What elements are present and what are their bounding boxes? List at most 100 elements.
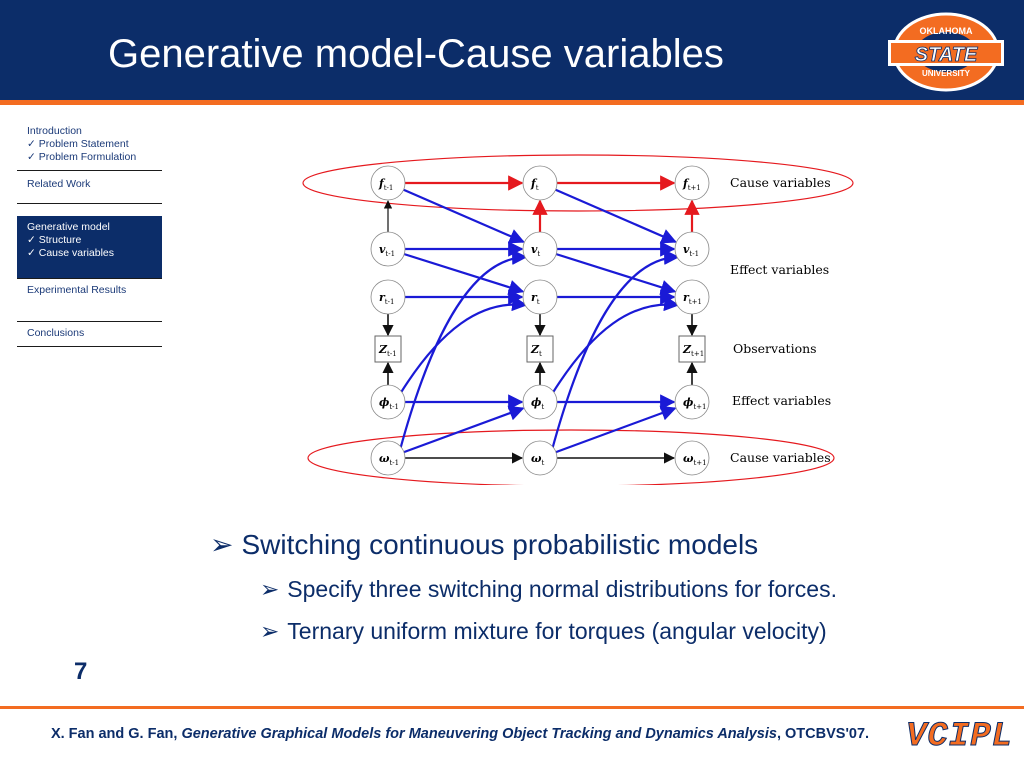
logo-main-text: STATE (915, 44, 978, 66)
bullet-level1: ➢Switching continuous probabilistic mode… (210, 529, 759, 560)
node-label: ϕt+1 (683, 396, 707, 411)
sidebar-section-introduction[interactable]: Introduction ✓ Problem Statement ✓ Probl… (17, 120, 162, 171)
sidebar-nav: Introduction ✓ Problem Statement ✓ Probl… (17, 120, 162, 347)
node-box (374, 335, 402, 363)
node-label: rt+1 (683, 291, 702, 306)
node-f_t+1: ft+1 (674, 165, 710, 201)
node-box (526, 335, 554, 363)
node-circle (522, 231, 558, 267)
node-omega_t: ωt (522, 440, 558, 476)
graphical-model-diagram: ft-1 ft ft+1 vt-1 vt vt-1 rt-1 rt rt+1Zt-1 Zt Zt+1… (302, 154, 854, 485)
vcipl-logo: VCIPL (905, 718, 1014, 757)
sidebar-section-related-work[interactable]: Related Work (17, 171, 162, 204)
cause-ellipse-top (302, 154, 854, 212)
edge-blue-curve (550, 249, 680, 451)
node-label: Zt+1 (682, 343, 704, 358)
sidebar-section-experimental-results[interactable]: Experimental Results (17, 279, 162, 322)
bullet-arrow-icon: ➢ (260, 618, 280, 644)
node-label: vt-1 (683, 243, 699, 258)
node-label: ωt+1 (683, 452, 707, 467)
logo-top-text: OKLAHOMA (920, 26, 973, 36)
node-label: Zt-1 (378, 343, 397, 358)
header-rule (0, 100, 1024, 105)
cause-ellipse-bottom (307, 429, 835, 485)
node-circle (522, 165, 558, 201)
edge-blue-arrow (403, 188, 525, 244)
node-omega_t+1: ωt+1 (674, 440, 710, 476)
node-circle (674, 231, 710, 267)
slide-title: Generative model-Cause variables (108, 32, 724, 76)
edge-blue-arrow (555, 405, 677, 454)
node-omega_t-1: ωt-1 (370, 440, 406, 476)
node-label: ft-1 (378, 177, 393, 192)
sidebar-section-generative-model[interactable]: Generative model ✓ Structure ✓ Cause var… (17, 216, 162, 279)
page-number: 7 (74, 658, 88, 685)
node-phi_t: ϕt (522, 384, 558, 420)
node-v_t+1: vt-1 (674, 231, 710, 267)
node-phi_t-1: ϕt-1 (370, 384, 406, 420)
node-label: ϕt (531, 396, 544, 411)
row-label: Effect variables (732, 393, 831, 408)
node-circle (370, 165, 406, 201)
row-label: Observations (733, 341, 817, 356)
node-circle (674, 165, 710, 201)
sidebar-section-conclusions[interactable]: Conclusions (17, 322, 162, 347)
citation-venue: , OTCBVS'07. (776, 726, 870, 742)
footer-citation: X. Fan and G. Fan, Generative Graphical … (20, 724, 900, 744)
check-icon: ✓ (27, 247, 36, 259)
sidebar-subitem: ✓ Structure (27, 234, 82, 246)
sidebar-subitem: ✓ Cause variables (27, 247, 115, 259)
node-label: rt-1 (379, 291, 394, 306)
bullet-level2: ➢Ternary uniform mixture for torques (an… (260, 618, 827, 644)
node-v_t-1: vt-1 (370, 231, 406, 267)
node-box (678, 335, 706, 363)
row-label: Cause variables (730, 175, 831, 190)
node-label: ft (530, 177, 539, 192)
node-f_t-1: ft-1 (370, 165, 406, 201)
node-label: vt-1 (379, 243, 395, 258)
node-r_t: rt (522, 279, 558, 315)
header-bar (0, 0, 1024, 100)
node-label: vt (531, 243, 540, 258)
sidebar-label: Experimental Results (27, 284, 127, 296)
node-label: ωt-1 (379, 452, 399, 467)
edge-blue-curve (551, 295, 680, 395)
citation-title: Generative Graphical Models for Maneuver… (181, 726, 777, 742)
node-circle (522, 279, 558, 315)
osu-logo: OKLAHOMA STATE UNIVERSITY (888, 12, 1004, 92)
node-label: rt (531, 291, 540, 306)
check-icon: ✓ (27, 234, 36, 246)
node-v_t: vt (522, 231, 558, 267)
footer-rule (0, 706, 1024, 709)
node-phi_t+1: ϕt+1 (674, 384, 710, 420)
edge-blue-arrow (555, 253, 677, 295)
edge-blue-arrow (403, 253, 525, 295)
sidebar-label: Generative model (27, 221, 110, 233)
bullet-arrow-icon: ➢ (210, 529, 234, 560)
node-circle (674, 384, 710, 420)
check-icon: ✓ (27, 138, 36, 150)
node-Z_t: Zt (526, 335, 554, 363)
sidebar-label: Related Work (27, 178, 91, 190)
node-circle (522, 440, 558, 476)
bullet-level2: ➢Specify three switching normal distribu… (260, 576, 837, 602)
node-r_t-1: rt-1 (370, 279, 406, 315)
sidebar-label: Conclusions (27, 327, 85, 339)
node-circle (370, 279, 406, 315)
node-circle (370, 440, 406, 476)
edge-blue-arrow (403, 405, 525, 454)
check-icon: ✓ (27, 151, 36, 163)
node-Z_t+1: Zt+1 (678, 335, 706, 363)
edge-blue-curve (398, 249, 528, 451)
edge-blue-arrow (555, 188, 677, 244)
edge-blue-curve (399, 295, 528, 395)
node-circle (674, 279, 710, 315)
row-label: Effect variables (730, 262, 829, 277)
sidebar-subitem: ✓ Problem Formulation (27, 151, 137, 163)
citation-authors: X. Fan and G. Fan, (50, 726, 178, 742)
node-circle (522, 384, 558, 420)
node-label: Zt (530, 343, 542, 358)
sidebar-label: Introduction (27, 125, 82, 137)
node-circle (370, 231, 406, 267)
row-label: Cause variables (730, 450, 831, 465)
